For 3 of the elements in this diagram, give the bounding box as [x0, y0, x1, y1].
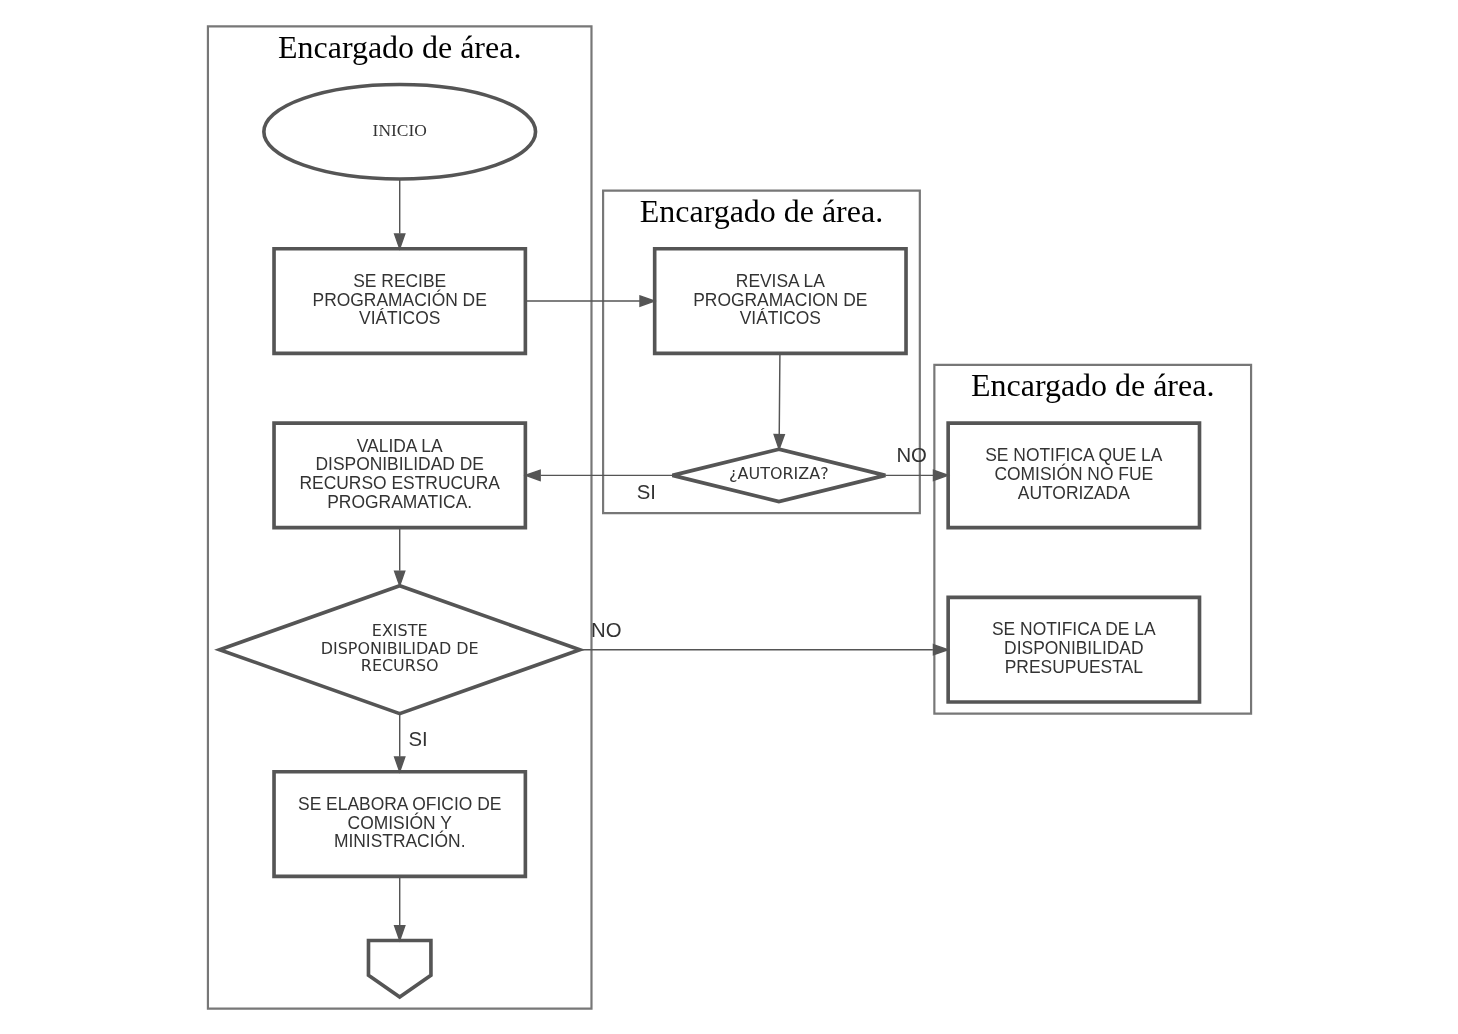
edge-label: NO — [590, 618, 622, 641]
edge-label: SI — [636, 480, 656, 503]
edge-label: SI — [407, 727, 428, 750]
